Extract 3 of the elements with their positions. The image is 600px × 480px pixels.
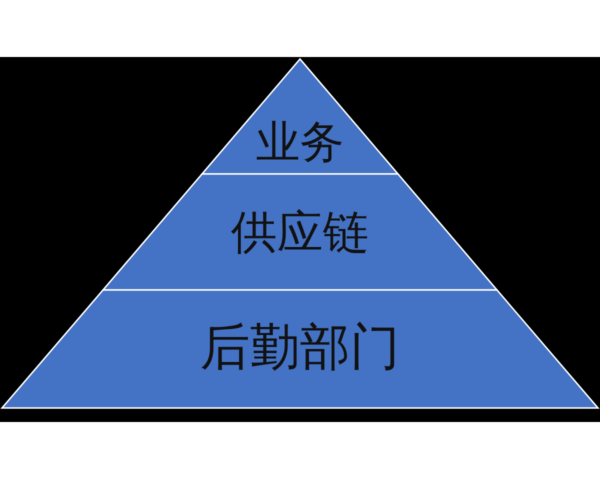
layer-label: 业务 [256, 121, 344, 165]
layer-label: 后勤部门 [200, 322, 400, 372]
layer-label: 供应链 [231, 209, 369, 255]
